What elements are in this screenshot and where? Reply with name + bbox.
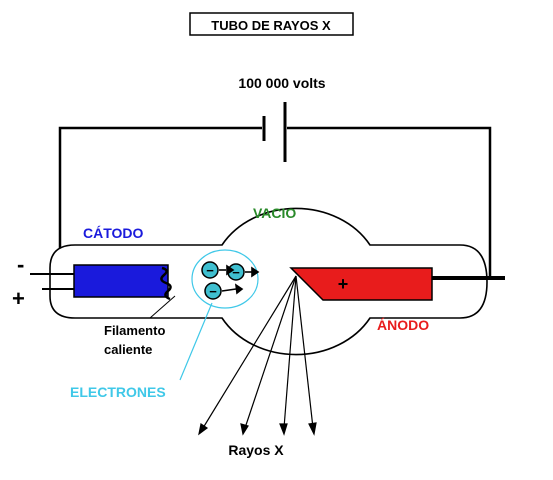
xray-beams — [198, 275, 317, 436]
voltage-label: 100 000 volts — [238, 75, 325, 91]
cathode-label: CÁTODO — [83, 225, 144, 241]
anode-label: ÁNODO — [377, 317, 429, 333]
cathode-minus-sign: - — [17, 252, 24, 277]
electron-cloud — [191, 249, 259, 309]
cathode-plus-sign: + — [12, 286, 25, 311]
xrays-label: Rayos X — [228, 442, 284, 458]
vacuum-label: VACIO — [253, 205, 296, 221]
filament-label-line2: caliente — [104, 342, 152, 357]
cathode — [73, 264, 169, 298]
cathode-terminals — [30, 273, 74, 290]
circuit-wires — [58, 126, 492, 278]
filament-pointer — [149, 295, 176, 319]
title: TUBO DE RAYOS X — [211, 18, 331, 33]
electron-3: − — [204, 282, 222, 300]
electron-1: − — [201, 261, 219, 279]
anode-plus-sign: + — [338, 274, 349, 294]
svg-text:−: − — [232, 265, 240, 280]
electrons-pointer — [179, 302, 213, 381]
electron-arrows — [219, 264, 260, 295]
svg-text:−: − — [206, 263, 214, 278]
tube-glass — [49, 207, 488, 356]
filament-label-line1: Filamento — [104, 323, 165, 338]
electrons-label: ELECTRONES — [70, 384, 166, 400]
title-box — [189, 12, 354, 36]
filament — [160, 266, 172, 301]
anode — [289, 267, 433, 301]
svg-text:−: − — [209, 284, 217, 299]
electron-2: − — [227, 263, 245, 281]
